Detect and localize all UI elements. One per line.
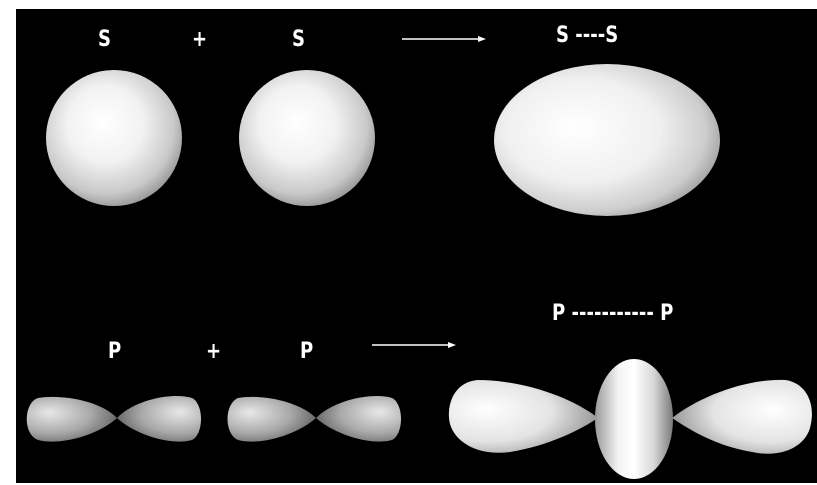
s-s-bond-label: S ----S (556, 23, 619, 48)
p-orbital-left-label: P (108, 339, 122, 364)
p-row-plus-sign: + (206, 339, 222, 364)
p-p-bond-label: P ----------- P (552, 301, 674, 326)
diagram-panel (16, 9, 817, 483)
s-orbital-right-label: S (292, 27, 306, 52)
s-orbital-left-label: S (98, 27, 112, 52)
p-orbital-right-label: P (300, 339, 314, 364)
s-row-plus-sign: + (192, 27, 208, 52)
